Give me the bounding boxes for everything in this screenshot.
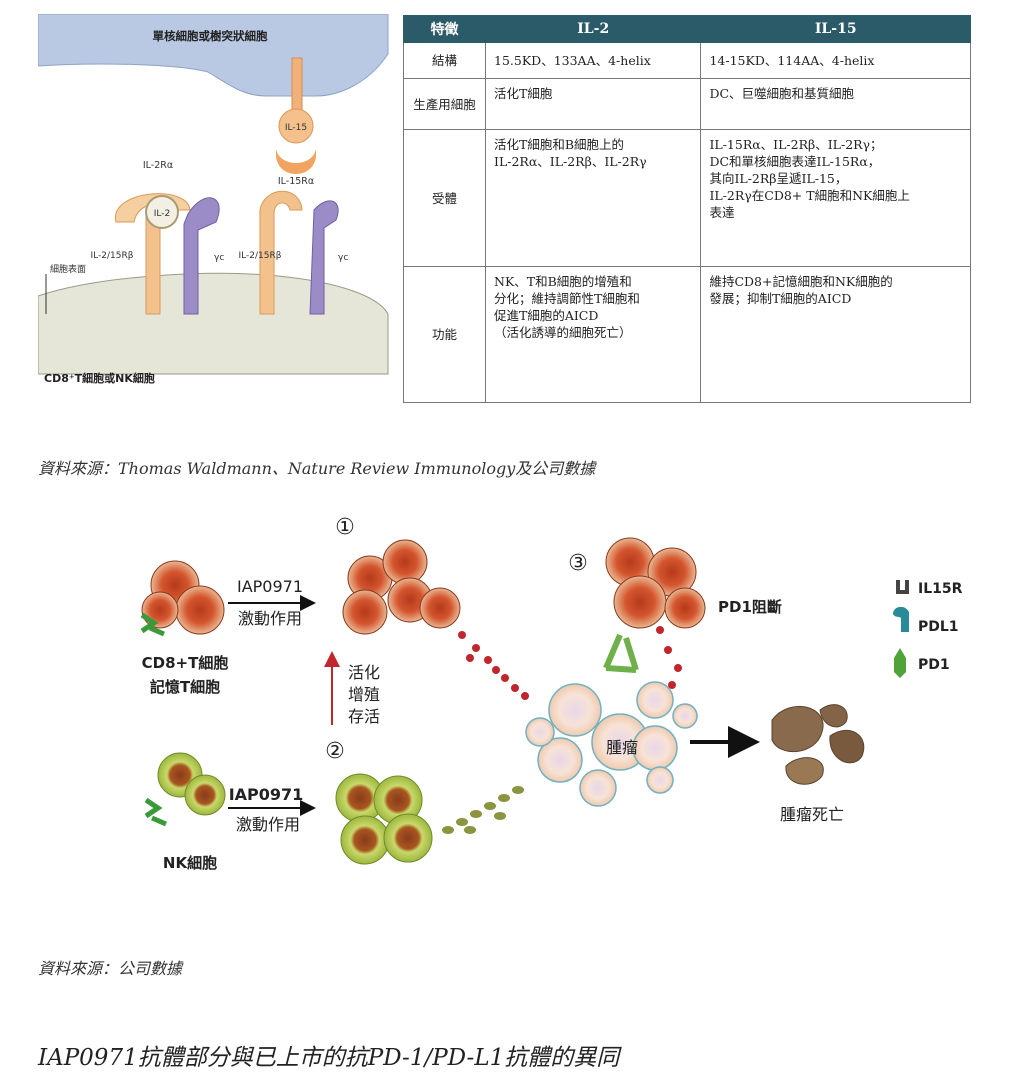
feature-cell: 結構 [403,41,486,80]
cytokine-dots-red [458,626,682,700]
il2-label: IL-2 [154,209,170,219]
cd8-cell-cluster [140,560,225,637]
surface-label: 細胞表面 [50,263,86,275]
step3-marker: ③ [568,551,588,576]
il15-label: IL-15 [285,123,307,133]
bottom-cell [38,272,389,375]
header-feature: 特徵 [403,15,486,43]
il15r-icon [896,580,909,594]
dead-tumor-cells [771,704,865,785]
il15-cell: 維持CD8+記憶細胞和NK細胞的 發展；抑制T細胞的AICD [700,266,971,403]
pd1-icon [894,648,906,678]
feature-cell: 受體 [403,128,486,268]
il2-15rb-left-label: IL-2/15Rβ [91,251,134,261]
legend-pdl1-label: PDL1 [918,619,959,635]
cd8-label-line2: 記憶T細胞 [150,678,220,696]
top-cell-label: 單核細胞或樹突狀細胞 [153,29,268,43]
bottom-cell-label: CD8⁺T細胞或NK細胞 [44,371,155,385]
activated-t-cells [342,539,461,635]
section-heading: IAP0971抗體部分與已上市的抗PD-1/PD-L1抗體的異同 [38,1045,620,1071]
header-il15: IL-15 [700,15,971,43]
table-row: 結構 15.5KD、133AA、4-helix 14-15KD、114AA、4-… [403,41,971,80]
nk-cell-cluster [144,752,226,827]
il2-cell: 活化T細胞 [484,78,702,130]
action-top-label: 激動作用 [238,609,302,628]
legend-il15r-label: IL15R [918,581,963,597]
gamma-right-label: γc [338,253,348,263]
legend-pd1-label: PD1 [918,657,950,673]
il15ra-label: IL-15Rα [278,176,314,187]
il15-cell: 14-15KD、114AA、4-helix [700,41,971,80]
tumor-cluster [525,681,698,807]
activated-nk-cells [335,773,433,865]
table-row: 生產用細胞 活化T細胞 DC、巨噬細胞和基質細胞 [403,78,971,130]
table-header-row: 特徵 IL-2 IL-15 [403,15,971,43]
activate-label-3: 存活 [348,707,380,726]
legend: IL15R PDL1 PD1 [893,580,963,678]
cd8-label-line1: CD8+T細胞 [142,654,229,672]
il2-cell: 活化T細胞和B細胞上的 IL-2Rα、IL-2Rβ、IL-2Rγ [484,128,702,268]
pdl1-icon [893,606,909,632]
pd1-blocked-t-cells [603,537,706,673]
nk-label: NK細胞 [163,854,217,872]
feature-cell: 功能 [403,266,486,403]
tumor-death-label: 腫瘤死亡 [780,805,844,824]
mechanism-diagram: IAP0971 激動作用 CD8+T細胞 記憶T細胞 ① 活化 增殖 存活 IA… [140,515,963,872]
source-note-2: 資料來源：公司數據 [38,959,183,978]
pd1-block-label: PD1阻斷 [718,598,782,616]
activate-label-1: 活化 [348,663,380,682]
step1-marker: ① [335,515,355,540]
il2ra-label: IL-2Rα [143,160,173,171]
top-cell [38,14,389,97]
il15-molecule [278,108,314,144]
step2-marker: ② [325,739,345,764]
drug-bottom-label: IAP0971 [229,785,304,804]
action-bottom-label: 激動作用 [236,815,300,834]
comparison-table: 特徵 IL-2 IL-15 結構 15.5KD、133AA、4-helix 14… [403,15,971,403]
table-row: 受體 活化T細胞和B細胞上的 IL-2Rα、IL-2Rβ、IL-2Rγ IL-1… [403,128,971,268]
il2-cell: 15.5KD、133AA、4-helix [484,41,702,80]
il2-15rb-right-label: IL-2/15Rβ [239,251,282,261]
activate-label-2: 增殖 [348,685,380,704]
cytokine-dots-olive [442,786,524,834]
table-row: 功能 NK、T和B細胞的增殖和 分化；維持調節性T細胞和 促進T細胞的AICD … [403,266,971,403]
source-note-1: 資料來源：Thomas Waldmann、Nature Review Immun… [38,459,596,478]
tumor-label: 腫瘤 [606,738,638,757]
il2-cell: NK、T和B細胞的增殖和 分化；維持調節性T細胞和 促進T細胞的AICD （活化… [484,266,702,403]
il2-molecule [145,195,179,229]
drug-top-label: IAP0971 [237,577,303,596]
gamma-left-label: γc [214,253,224,263]
feature-cell: 生產用細胞 [403,78,486,130]
receptor-diagram: 單核細胞或樹突狀細胞 IL-15 IL-15Rα 細胞表面 CD8⁺T細胞或NK… [38,14,389,385]
il15-cell: IL-15Rα、IL-2Rβ、IL-2Rγ； DC和單核細胞表達IL-15Rα，… [700,128,971,268]
header-il2: IL-2 [484,15,702,43]
il15-cell: DC、巨噬細胞和基質細胞 [700,78,971,130]
